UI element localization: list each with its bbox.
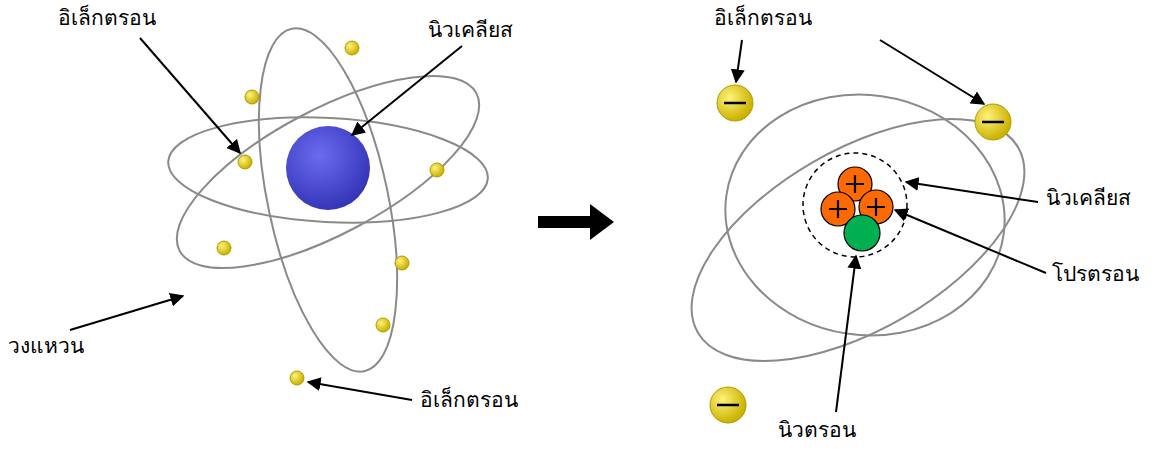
charged-electrons — [710, 85, 1011, 423]
neutron-label: นิวตรอน — [776, 418, 858, 443]
orbit-rings — [653, 70, 1063, 411]
electron-label: อิเล็กตรอน — [56, 6, 158, 31]
electrons — [217, 41, 444, 385]
nucleus — [286, 126, 370, 210]
plus-signs — [829, 175, 885, 218]
nucleus-label: นิวเคลียส — [1044, 186, 1133, 211]
proton-label: โปรตรอน — [1050, 262, 1141, 287]
transition-arrow — [538, 204, 614, 240]
leader-lines — [70, 38, 1046, 412]
nucleus-label: นิวเคลียส — [426, 18, 515, 43]
ring-label: วงแหวน — [6, 334, 86, 359]
nucleons — [821, 167, 893, 251]
nucleus-boundary — [803, 153, 907, 257]
electron-label: อิเล็กตรอน — [418, 388, 520, 413]
electron-label: อิเล็กตรอน — [712, 6, 814, 31]
orbit-rings — [151, 16, 506, 383]
